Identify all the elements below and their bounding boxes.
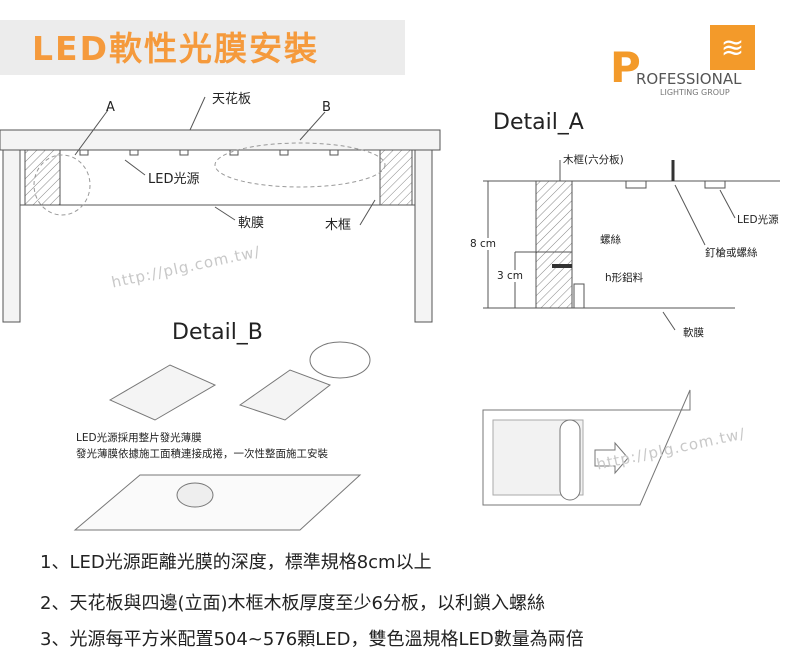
note-2: 2、天花板與四邊(立面)木框木板厚度至少6分板，以利鎖入螺絲 <box>40 593 545 614</box>
label-screw: 螺絲 <box>600 234 621 246</box>
label-film: 軟膜 <box>238 216 265 231</box>
page-title: LED軟性光膜安裝 <box>32 29 319 68</box>
logo-flame-icon: ≋ <box>710 25 755 70</box>
detail-b-line2: 發光薄膜依據施工面積連接成捲，一次性整面施工安裝 <box>76 448 328 460</box>
label-8cm: 8 cm <box>470 238 497 250</box>
label-ceiling: 天花板 <box>212 92 252 107</box>
detail-b-line1: LED光源採用整片發光薄膜 <box>76 432 202 444</box>
title-band <box>0 20 405 75</box>
label-3cm: 3 cm <box>497 270 524 282</box>
label-frame: 木框 <box>325 218 352 233</box>
label-film-a: 軟膜 <box>683 327 704 339</box>
label-b: B <box>322 100 331 115</box>
label-profile: h形鋁料 <box>605 272 644 284</box>
label-led: LED光源 <box>148 172 200 187</box>
label-a: A <box>106 100 115 115</box>
logo-initial: P <box>610 43 641 92</box>
label-led-a: LED光源 <box>737 214 779 226</box>
note-1: 1、LED光源距離光膜的深度，標準規格8cm以上 <box>40 552 432 573</box>
detail-a-title: Detail_A <box>493 110 584 135</box>
logo-main: ROFESSIONAL <box>636 70 742 88</box>
label-nail: 釘槍或螺絲 <box>705 247 758 259</box>
logo: ≋ P ROFESSIONAL LIGHTING GROUP <box>610 25 780 105</box>
logo-sub: LIGHTING GROUP <box>660 88 730 97</box>
detail-b-title: Detail_B <box>172 320 263 345</box>
label-frame-board: 木框(六分板) <box>563 154 624 166</box>
note-3: 3、光源每平方米配置504~576顆LED，雙色溫規格LED數量為兩倍 <box>40 629 584 650</box>
